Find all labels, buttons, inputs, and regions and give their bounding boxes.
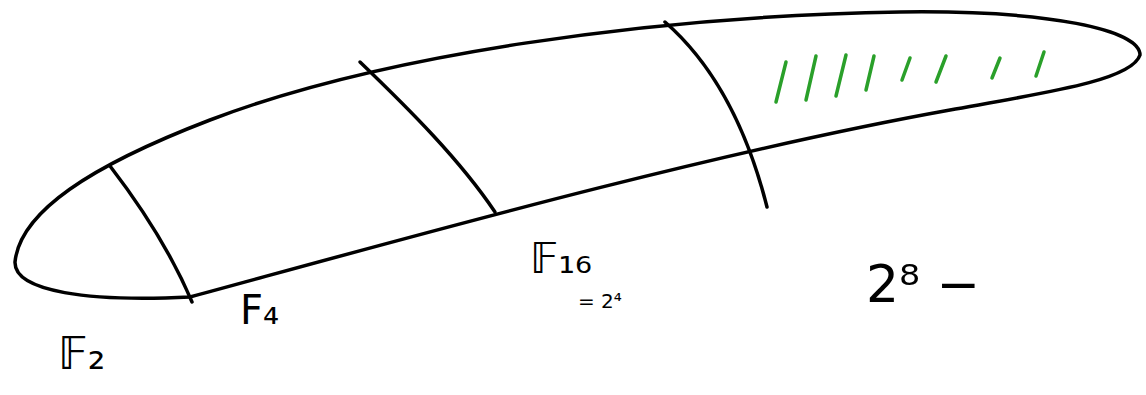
divider-line [360, 62, 495, 212]
field-label: F₄ [240, 288, 279, 332]
divider-line [110, 166, 192, 302]
order-note: = 2⁴ [578, 290, 622, 312]
divider-line [665, 22, 767, 207]
green-hatching [776, 52, 1044, 102]
field-label: 𝔽₂ [58, 330, 105, 378]
field-label: 𝔽₁₆ [530, 236, 592, 282]
order-label: 2⁸ − [866, 256, 980, 313]
